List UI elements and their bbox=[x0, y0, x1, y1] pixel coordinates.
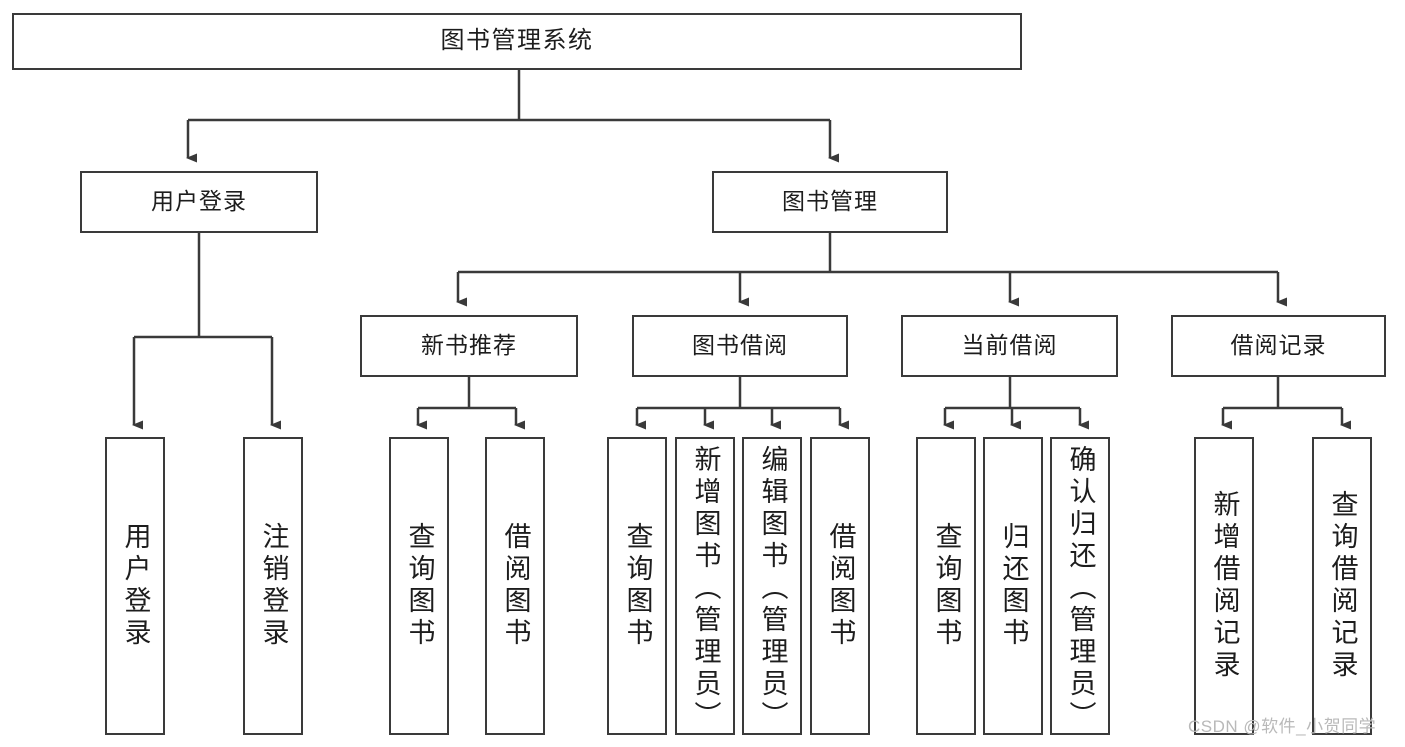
node-leaf-edit-book-label: 编辑图书（管理员） bbox=[757, 445, 788, 733]
node-book-manage-label: 图书管理 bbox=[782, 188, 878, 215]
node-new-book-rec[interactable]: 新书推荐 bbox=[360, 315, 578, 377]
node-book-borrow-label: 图书借阅 bbox=[692, 332, 788, 359]
node-leaf-query-book-3-label: 查询图书 bbox=[931, 522, 962, 650]
watermark: CSDN @软件_小贺同学 bbox=[1188, 717, 1377, 736]
node-leaf-return-book-label: 归还图书 bbox=[998, 522, 1029, 650]
node-leaf-user-logout-label: 注销登录 bbox=[258, 522, 289, 650]
node-leaf-user-login[interactable]: 用户登录 bbox=[105, 437, 165, 735]
node-leaf-add-book[interactable]: 新增图书（管理员） bbox=[675, 437, 735, 735]
node-borrow-record-label: 借阅记录 bbox=[1230, 332, 1327, 359]
node-leaf-borrow-book-2-label: 借阅图书 bbox=[825, 522, 856, 650]
node-new-book-rec-label: 新书推荐 bbox=[421, 332, 517, 359]
node-leaf-confirm-return-label: 确认归还（管理员） bbox=[1065, 445, 1096, 733]
node-leaf-edit-book[interactable]: 编辑图书（管理员） bbox=[742, 437, 802, 735]
node-leaf-query-book-2[interactable]: 查询图书 bbox=[607, 437, 667, 735]
node-borrow-record[interactable]: 借阅记录 bbox=[1171, 315, 1386, 377]
node-user-login[interactable]: 用户登录 bbox=[80, 171, 318, 233]
node-leaf-borrow-book-1-label: 借阅图书 bbox=[500, 522, 531, 650]
node-leaf-borrow-book-2[interactable]: 借阅图书 bbox=[810, 437, 870, 735]
node-book-manage[interactable]: 图书管理 bbox=[712, 171, 948, 233]
node-leaf-add-book-label: 新增图书（管理员） bbox=[690, 445, 721, 733]
node-leaf-add-record-label: 新增借阅记录 bbox=[1209, 490, 1240, 682]
node-leaf-query-record[interactable]: 查询借阅记录 bbox=[1312, 437, 1372, 735]
node-leaf-query-record-label: 查询借阅记录 bbox=[1327, 490, 1358, 682]
node-root[interactable]: 图书管理系统 bbox=[12, 13, 1022, 70]
node-leaf-add-record[interactable]: 新增借阅记录 bbox=[1194, 437, 1254, 735]
node-leaf-return-book[interactable]: 归还图书 bbox=[983, 437, 1043, 735]
node-leaf-query-book-3[interactable]: 查询图书 bbox=[916, 437, 976, 735]
node-book-borrow[interactable]: 图书借阅 bbox=[632, 315, 848, 377]
node-leaf-user-login-label: 用户登录 bbox=[120, 522, 151, 650]
node-root-label: 图书管理系统 bbox=[440, 27, 594, 55]
node-leaf-query-book-1-label: 查询图书 bbox=[404, 522, 435, 650]
node-leaf-user-logout[interactable]: 注销登录 bbox=[243, 437, 303, 735]
node-current-borrow-label: 当前借阅 bbox=[961, 332, 1058, 359]
node-leaf-query-book-1[interactable]: 查询图书 bbox=[389, 437, 449, 735]
node-user-login-label: 用户登录 bbox=[151, 188, 247, 215]
node-leaf-query-book-2-label: 查询图书 bbox=[622, 522, 653, 650]
node-leaf-confirm-return[interactable]: 确认归还（管理员） bbox=[1050, 437, 1110, 735]
node-current-borrow[interactable]: 当前借阅 bbox=[901, 315, 1118, 377]
node-leaf-borrow-book-1[interactable]: 借阅图书 bbox=[485, 437, 545, 735]
